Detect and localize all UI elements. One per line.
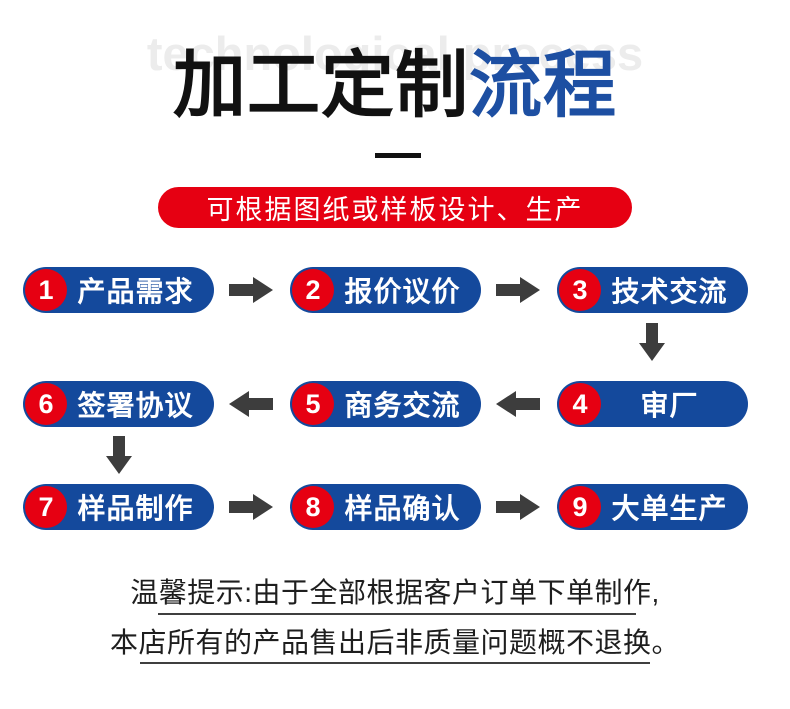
- step-number-badge: 8: [292, 486, 334, 528]
- step-label: 产品需求: [77, 276, 194, 307]
- step-pill-6: 6 签署协议: [23, 381, 214, 427]
- step-label: 商务交流: [344, 390, 461, 421]
- step-label: 大单生产: [611, 493, 728, 524]
- title-blue-part: 流程: [469, 45, 617, 126]
- step-label: 样品制作: [77, 493, 194, 524]
- page-title: 加工定制流程: [0, 45, 790, 126]
- arrow-right-icon: [229, 277, 273, 303]
- step-pill-8: 8 样品确认: [290, 484, 481, 530]
- step-pill-3: 3 技术交流: [557, 267, 748, 313]
- step-label: 审厂: [640, 390, 699, 421]
- arrow-down-icon: [639, 323, 665, 361]
- step-number-badge: 5: [292, 383, 334, 425]
- step-number-badge: 9: [559, 486, 601, 528]
- step-number-badge: 1: [25, 269, 67, 311]
- notice-underline-2: [140, 662, 650, 664]
- title-black-part: 加工定制: [173, 45, 469, 126]
- arrow-right-icon: [229, 494, 273, 520]
- notice-line-1: 温馨提示:由于全部根据客户订单下单制作,: [130, 577, 660, 608]
- title-underline-dash: [375, 153, 421, 158]
- arrow-left-icon: [496, 391, 540, 417]
- step-pill-7: 7 样品制作: [23, 484, 214, 530]
- step-number-badge: 6: [25, 383, 67, 425]
- arrow-down-icon: [106, 436, 132, 474]
- step-pill-1: 1 产品需求: [23, 267, 214, 313]
- watermark-text: technological process: [146, 27, 644, 80]
- arrow-left-icon: [229, 391, 273, 417]
- step-label: 技术交流: [611, 276, 728, 307]
- step-pill-4: 4 审厂: [557, 381, 748, 427]
- subtitle-banner: 可根据图纸或样板设计、生产: [158, 187, 632, 228]
- step-label: 签署协议: [77, 390, 194, 421]
- step-pill-9: 9 大单生产: [557, 484, 748, 530]
- step-number-badge: 3: [559, 269, 601, 311]
- step-number-badge: 2: [292, 269, 334, 311]
- step-number-badge: 4: [559, 383, 601, 425]
- step-label: 报价议价: [344, 276, 461, 307]
- arrow-right-icon: [496, 277, 540, 303]
- step-number-badge: 7: [25, 486, 67, 528]
- notice-line-2: 本店所有的产品售出后非质量问题概不退换。: [109, 627, 680, 658]
- step-label: 样品确认: [344, 493, 461, 524]
- notice-underline-1: [158, 613, 636, 615]
- step-pill-5: 5 商务交流: [290, 381, 481, 427]
- arrow-right-icon: [496, 494, 540, 520]
- step-pill-2: 2 报价议价: [290, 267, 481, 313]
